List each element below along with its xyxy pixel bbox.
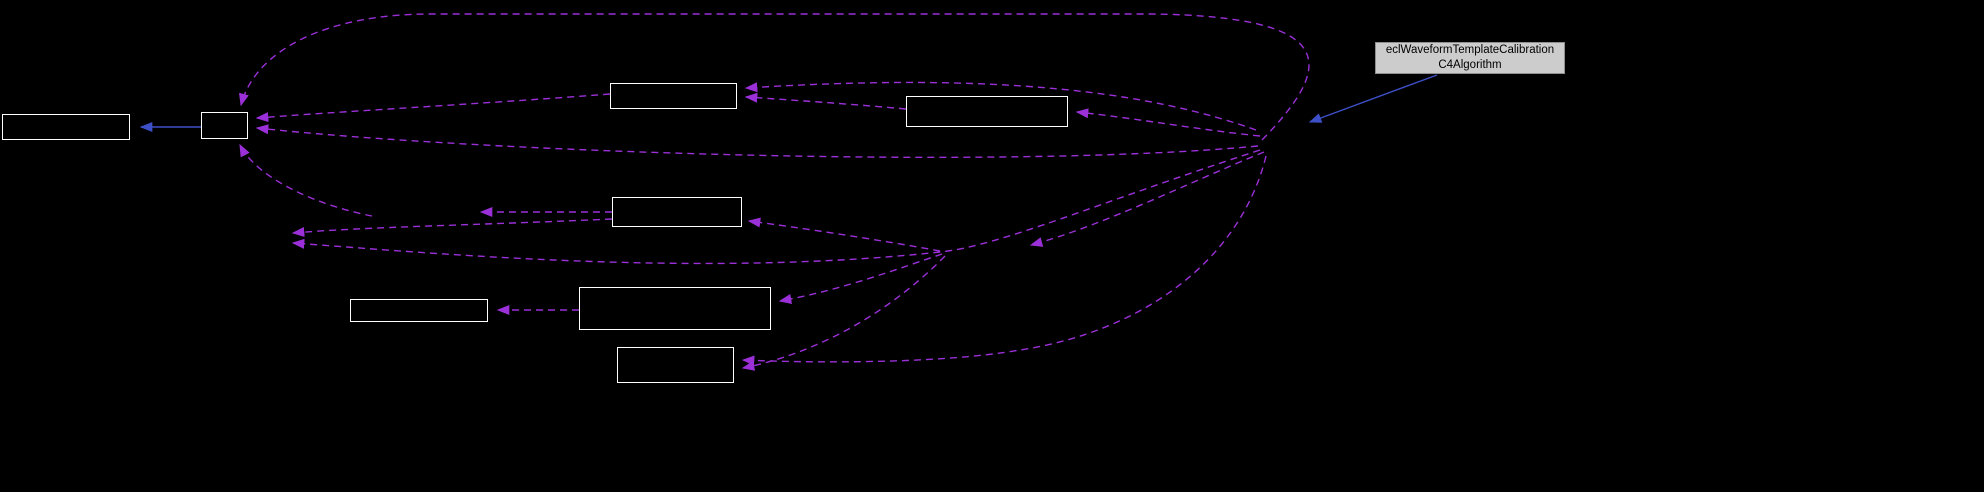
- edge-dashed-topmiddle-to-hubleft: [255, 93, 611, 123]
- edge-dashed-center-lower-left: [291, 218, 613, 238]
- node-far-left[interactable]: [2, 114, 130, 140]
- algo-label-line1: eclWaveformTemplateCalibration: [1385, 44, 1555, 57]
- node-lower-left[interactable]: [350, 299, 488, 322]
- node-hub-left[interactable]: [201, 112, 248, 139]
- edge-dashed-junction-to-hubleft-bottom: [239, 143, 373, 217]
- node-ecl-waveform-template-calibration-c4-algorithm[interactable]: eclWaveformTemplateCalibration C4Algorit…: [1375, 42, 1565, 74]
- node-center[interactable]: [612, 197, 742, 227]
- edge-dashed-hub-to-bottom-big-curve: [741, 155, 1267, 366]
- edge-dashed-junction-to-bottom: [741, 255, 946, 371]
- edge-dashed-junction-to-lowerbig: [778, 253, 943, 304]
- node-upper-right[interactable]: [906, 96, 1068, 127]
- edge-dashed-hub-to-hubleft-long: [255, 124, 1259, 159]
- edge-dashed-hub-long-lower-left: [291, 149, 1261, 265]
- edge-dashed-junction-to-center: [747, 217, 941, 252]
- algo-label-line2: C4Algorithm: [1438, 59, 1502, 71]
- node-top-middle[interactable]: [610, 83, 737, 109]
- edge-dashed-hub-to-junction: [1029, 151, 1265, 247]
- edge-dashed-top-big-curve: [239, 13, 1310, 141]
- edge-dashed-upperright-to-topmiddle: [744, 92, 907, 110]
- edge-dashed-hub-to-topmiddle: [744, 81, 1257, 131]
- edge-dashed-hub-to-upperright: [1075, 108, 1261, 137]
- node-bottom[interactable]: [617, 347, 734, 383]
- node-lower-big[interactable]: [579, 287, 771, 330]
- edge-solid-algo-to-hub: [1308, 74, 1438, 123]
